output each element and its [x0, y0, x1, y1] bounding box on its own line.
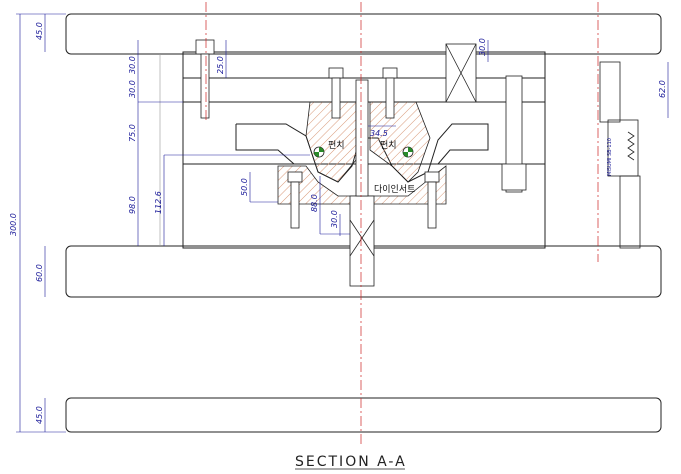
upper-plate-1	[182, 51, 546, 79]
dim-base-60: 60.0	[35, 264, 44, 282]
dim-top-plate: 45.0	[35, 22, 44, 40]
punch-right	[369, 101, 431, 183]
dim-62: 62.0	[658, 80, 667, 98]
section-title: SECTION A-A	[295, 454, 407, 470]
ejector-pin	[349, 195, 375, 287]
dim-guide-30: 30.0	[478, 38, 487, 56]
dim-30-lower: 30.0	[330, 210, 339, 228]
top-clamp-plate	[65, 13, 662, 55]
dim-die-plate: 98.0	[128, 196, 137, 214]
spring-right	[505, 75, 523, 193]
punch-markers	[313, 146, 414, 158]
bolt-die-right	[424, 171, 440, 183]
side-part	[599, 61, 641, 249]
dim-88: 88.0	[310, 194, 319, 212]
dim-punch-holder: 75.0	[128, 124, 137, 142]
dim-50: 50.0	[240, 178, 249, 196]
label-die-insert: 다이인서트	[374, 184, 415, 195]
bolt-top-left	[195, 39, 215, 55]
dimension-lines	[16, 13, 669, 433]
fasteners	[195, 39, 527, 287]
dim-bottom-45: 45.0	[35, 406, 44, 424]
centerlines	[205, 2, 599, 446]
dimension-texts: 300.0 45.0 30.0 30.0 75.0 98.0 112.6 25.…	[9, 22, 667, 424]
dim-112-6: 112.6	[154, 191, 163, 214]
bottom-clamp-plate	[65, 397, 662, 433]
dim-34-5: 34.5	[370, 129, 388, 138]
dim-overall-height: 300.0	[9, 213, 18, 236]
label-punch-left: 펀치	[328, 139, 345, 151]
bolt-punch-right	[382, 67, 398, 79]
dim-bolt-25: 25.0	[216, 56, 225, 74]
label-punch-right: 펀치	[380, 139, 397, 151]
part-labels: 펀치 펀치 다이인서트 MISUMI SB-110	[328, 138, 613, 195]
label-side-part: MISUMI SB-110	[607, 138, 613, 176]
dim-upper-1: 30.0	[128, 56, 137, 74]
bolt-punch-left	[328, 67, 344, 79]
dim-upper-2: 30.0	[128, 80, 137, 98]
bolt-die-left	[287, 171, 303, 183]
